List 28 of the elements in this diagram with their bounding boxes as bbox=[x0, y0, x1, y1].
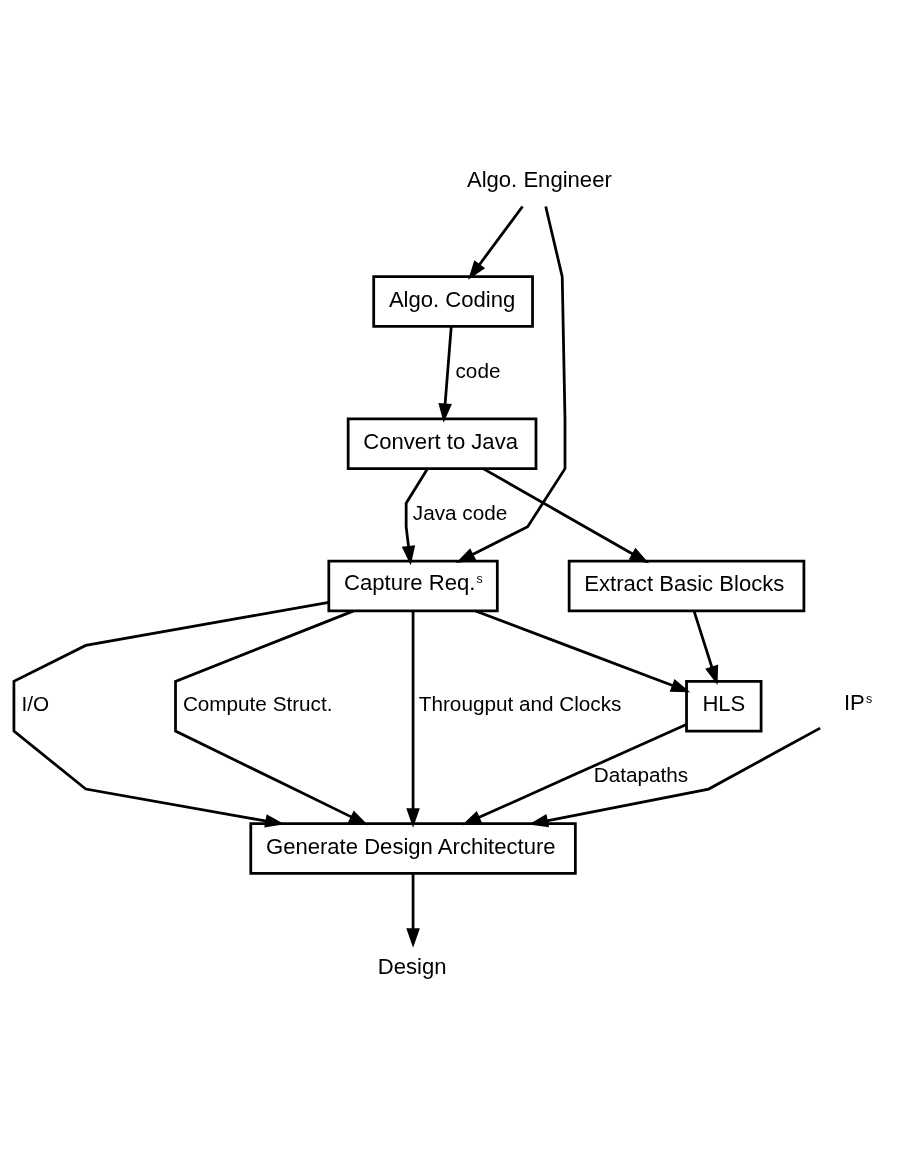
node-text: IP$^{s}$ bbox=[843, 690, 873, 716]
edge-label: Java code bbox=[412, 500, 508, 524]
edge-label: Datapaths bbox=[593, 763, 689, 787]
arrow bbox=[401, 468, 429, 566]
arrow bbox=[482, 467, 649, 564]
arrow bbox=[692, 610, 719, 686]
node-box: Generate Design Architecture bbox=[249, 822, 577, 875]
node-box: HLS bbox=[685, 679, 763, 733]
arrow bbox=[406, 610, 420, 828]
arrow bbox=[455, 206, 567, 563]
node-box: Capture Req.$^{s}$ bbox=[327, 559, 499, 613]
edge-label: code bbox=[455, 358, 501, 382]
node-box: Extract Basic Blocks bbox=[567, 559, 806, 613]
arrow bbox=[438, 326, 453, 423]
node-box: Convert to Java bbox=[346, 417, 538, 471]
arrow bbox=[475, 609, 691, 693]
node-box: Algo. Coding bbox=[372, 275, 534, 328]
node-text: Algo. Engineer bbox=[466, 166, 612, 192]
arrow bbox=[406, 873, 420, 948]
arrow bbox=[12, 601, 330, 828]
edge-label: Througput and Clocks bbox=[418, 692, 622, 716]
edge-label: Compute Struct. bbox=[182, 692, 333, 716]
arrow bbox=[174, 609, 369, 826]
arrow bbox=[461, 723, 687, 826]
edge-label: I/O bbox=[21, 692, 50, 716]
node-text: Design bbox=[377, 953, 447, 979]
arrow bbox=[528, 726, 821, 828]
arrow bbox=[468, 205, 524, 280]
